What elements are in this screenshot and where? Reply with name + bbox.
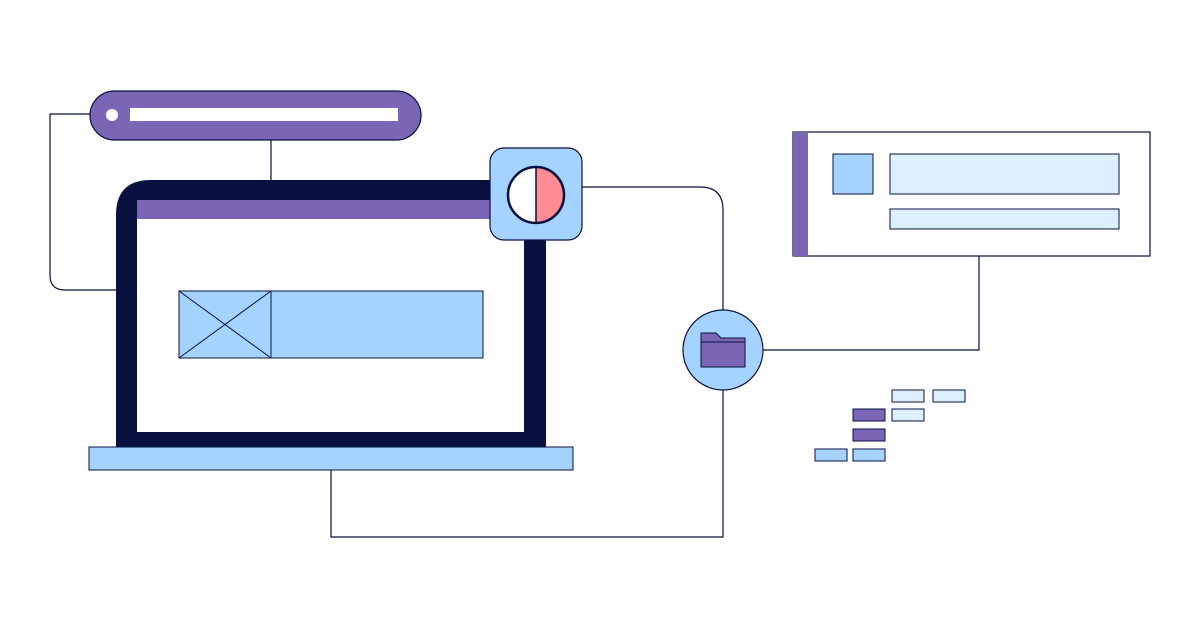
- search-pill-bar: [130, 108, 398, 121]
- laptop-screen-titlebar: [137, 200, 524, 219]
- profile-card-line-2: [889, 208, 1120, 230]
- profile-card: [792, 131, 1151, 257]
- search-bar-pill: [89, 90, 422, 141]
- block: [891, 408, 925, 422]
- laptop-base: [88, 446, 574, 471]
- block: [852, 448, 886, 462]
- laptop-illustration: [88, 180, 574, 471]
- content-bar: [270, 290, 484, 359]
- connector-chart-to-folder: [582, 186, 724, 312]
- connector-folder-to-laptop: [330, 388, 724, 538]
- connector-lines: [49, 113, 980, 538]
- profile-card-line-1: [889, 153, 1120, 195]
- connector-pill-to-laptop-left: [49, 113, 118, 291]
- half-filled-circle-icon: [489, 147, 583, 241]
- folder-icon-shape: [700, 332, 746, 368]
- connector-folder-to-card: [763, 256, 980, 351]
- image-placeholder: [178, 290, 272, 359]
- block: [852, 408, 886, 422]
- block: [891, 389, 925, 403]
- profile-card-avatar: [832, 153, 874, 195]
- scattered-blocks: [814, 389, 966, 462]
- folder-icon: [682, 309, 764, 391]
- block: [852, 428, 886, 442]
- search-pill-dot: [106, 109, 118, 121]
- image-placeholder-cross-b: [178, 290, 272, 359]
- chart-icon-left-half: [508, 167, 536, 223]
- block: [814, 448, 848, 462]
- chart-icon-right-half: [536, 167, 564, 223]
- block: [932, 389, 966, 403]
- profile-card-accent: [793, 132, 808, 256]
